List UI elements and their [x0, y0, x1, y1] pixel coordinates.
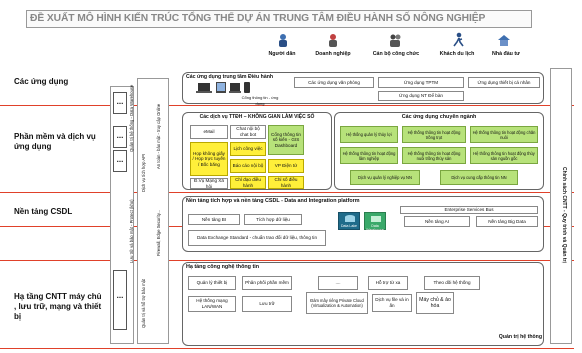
left-vertical-text: Dịch vụ tích hợp API	[141, 153, 146, 192]
infra-storage: Lưu trữ	[242, 296, 292, 312]
data-lake-label: Data Lake	[341, 224, 357, 228]
svc-paperless-meeting: Họp không giấy / Họp trực tuyến / Bốc bă…	[190, 142, 228, 176]
page-title: ĐỀ XUẤT MÔ HÌNH KIẾN TRÚC TỔNG THỂ DỰ ÁN…	[30, 13, 486, 24]
db-integration: Tích hợp dữ liệu	[244, 214, 302, 225]
infra-title: Hạ tầng công nghệ thông tin	[186, 264, 260, 270]
title-box	[26, 10, 532, 28]
dots: ...	[116, 97, 124, 106]
sector-app-aquaculture: Hệ thống thông tin hoạt động nuôi trồng …	[402, 147, 466, 164]
layer-divider	[0, 348, 574, 349]
user-label: Nhà đầu tư	[492, 51, 520, 57]
layer-divider	[0, 105, 574, 106]
app-desktop: Ứng dụng NT Để bàn	[378, 91, 464, 101]
left-col1-box	[113, 150, 127, 172]
apps-title: Các ứng dụng trung tâm Điều hành	[186, 74, 274, 80]
infra-remote-support: Hỗ trợ từ xa	[368, 276, 408, 290]
svc-calendar: Lịch công việc	[230, 142, 266, 156]
sector-app-cultivation: Hệ thống thông tin hoạt động trồng trọt	[402, 126, 466, 143]
left-vertical-text: Lưu trữ và bảo mật - Protect (kho)	[129, 199, 134, 263]
app-office: Các ứng dụng văn phòng	[294, 77, 374, 88]
user-business-icon	[326, 33, 340, 47]
data-warehouse-icon	[364, 212, 386, 230]
dots: ...	[116, 291, 124, 300]
sector-app-forestry: Hệ thống thông tin hoạt động lâm nghiệp	[340, 147, 398, 164]
left-vertical-text: Quản trị hệ thống - Data Warehouse	[129, 84, 134, 152]
sector-app-livestock: Hệ thống thông tin hoạt động chăn nuôi	[470, 126, 538, 143]
dots: ...	[116, 131, 124, 140]
svc-directive: Chỉ đạo điều hành	[230, 176, 266, 189]
left-column-2	[137, 78, 169, 344]
user-investor-icon	[497, 33, 511, 47]
db-exchange-standard: Data Exchange Standard - chuẩn trao đổi …	[188, 230, 326, 246]
user-citizen-icon	[276, 33, 290, 47]
svc-portal-gis: Cổng thông tin số kiến - GIS Dashboard	[268, 125, 304, 155]
svc-kpi: Chỉ số điều hành	[268, 176, 304, 189]
user-label: Cán bộ công chức	[372, 51, 420, 57]
infra-file-print: Dịch vụ file và in ấn	[372, 294, 412, 312]
left-col1-box	[113, 92, 127, 114]
infra-monitoring: Theo dõi hệ thống	[424, 276, 480, 290]
layer-label-infrastructure: Hạ tầng CNTT máy chủ , lưu trữ, mạng và …	[14, 292, 102, 321]
db-bigdata: Nền tảng Big Data	[476, 216, 538, 227]
user-label: Khách du lịch	[439, 51, 475, 57]
layer-divider	[0, 192, 574, 193]
svc-chat: Chat nội bộ chat bot	[230, 125, 266, 139]
right-policy-column	[550, 68, 572, 344]
layer-label-applications: Các ứng dụng	[14, 77, 69, 86]
sector-apps-title: Các ứng dụng chuyên ngành	[401, 114, 477, 120]
sector-app-information: Dịch vụ cung cấp thông tin NN	[440, 170, 518, 185]
left-vertical-text: Firewall, Edge Security...	[156, 210, 161, 257]
layer-label-database: Nền tảng CSDL	[14, 207, 73, 216]
user-tourist-icon	[451, 32, 465, 47]
dots: ...	[116, 155, 124, 164]
layer-label-software: Phần mềm và dịch vụ ứng dụng	[14, 132, 96, 151]
esb-bar: Enterprise Services Bus	[400, 206, 538, 214]
infra-footer: Quản trị hệ thống	[498, 334, 542, 340]
infra-server-virtualization: Máy chủ & ảo hóa	[416, 292, 454, 314]
sector-app-fishery: Hệ thống thông tin hoạt động thủy sản ng…	[470, 147, 538, 164]
svc-social: Đ.Vụ Mạng Xã hội	[190, 178, 228, 189]
left-vertical-text: Quản trị và hỗ trợ bảo mật	[141, 278, 146, 328]
user-officer-icon	[388, 33, 402, 47]
infra-private-cloud: Đám mây riêng Private Cloud (Virtualizat…	[306, 292, 368, 314]
svc-e-office: VP Điện tử	[268, 159, 304, 173]
infra-more: ....	[318, 276, 358, 290]
svc-email: eMail	[190, 125, 228, 139]
left-col1-box	[113, 270, 127, 330]
infra-network: Hệ thống mạng LAN/WAN	[188, 296, 236, 312]
left-col1-box	[113, 126, 127, 148]
workspace-title: Các dịch vụ TTĐH – KHÔNG GIAN LÀM VIỆC S…	[199, 114, 315, 120]
db-bi: Nền tảng BI	[188, 214, 240, 225]
data-lake-icon	[338, 212, 360, 230]
svc-internal-report: Báo cáo nội bộ	[230, 159, 266, 173]
data-warehouse-label: Data Warehouse	[366, 224, 384, 232]
device-icons	[196, 81, 256, 95]
apps-portal-label: Cổng thông tin - ứng dụng	[241, 95, 279, 106]
app-tptm: Ứng dụng TPTM	[378, 77, 464, 88]
left-vertical-text: An toàn - bảo mật - truy cập Online	[156, 103, 161, 169]
app-mobile: Ứng dụng thiết bị cá nhân	[468, 77, 540, 88]
sector-app-irrigation: Hệ thống quản lý thủy lợi	[340, 126, 398, 143]
layer-divider	[0, 260, 574, 261]
user-label: Người dân	[268, 51, 296, 57]
db-ai: Nền tảng AI	[404, 216, 470, 227]
right-policy-label: Chính sách CNTT - Quy trình và Quản trị	[561, 167, 567, 263]
infra-software-dist: Phân phối phần mềm	[242, 276, 292, 290]
user-label: Doanh nghiệp	[315, 51, 351, 57]
sector-app-management: Dịch vụ quản lý nghiệp vụ NN	[350, 170, 420, 185]
infra-device-mgmt: Quản lý thiết bị	[188, 276, 236, 290]
database-title: Nền tảng tích hợp và nền tảng CSDL - Dat…	[186, 198, 360, 204]
